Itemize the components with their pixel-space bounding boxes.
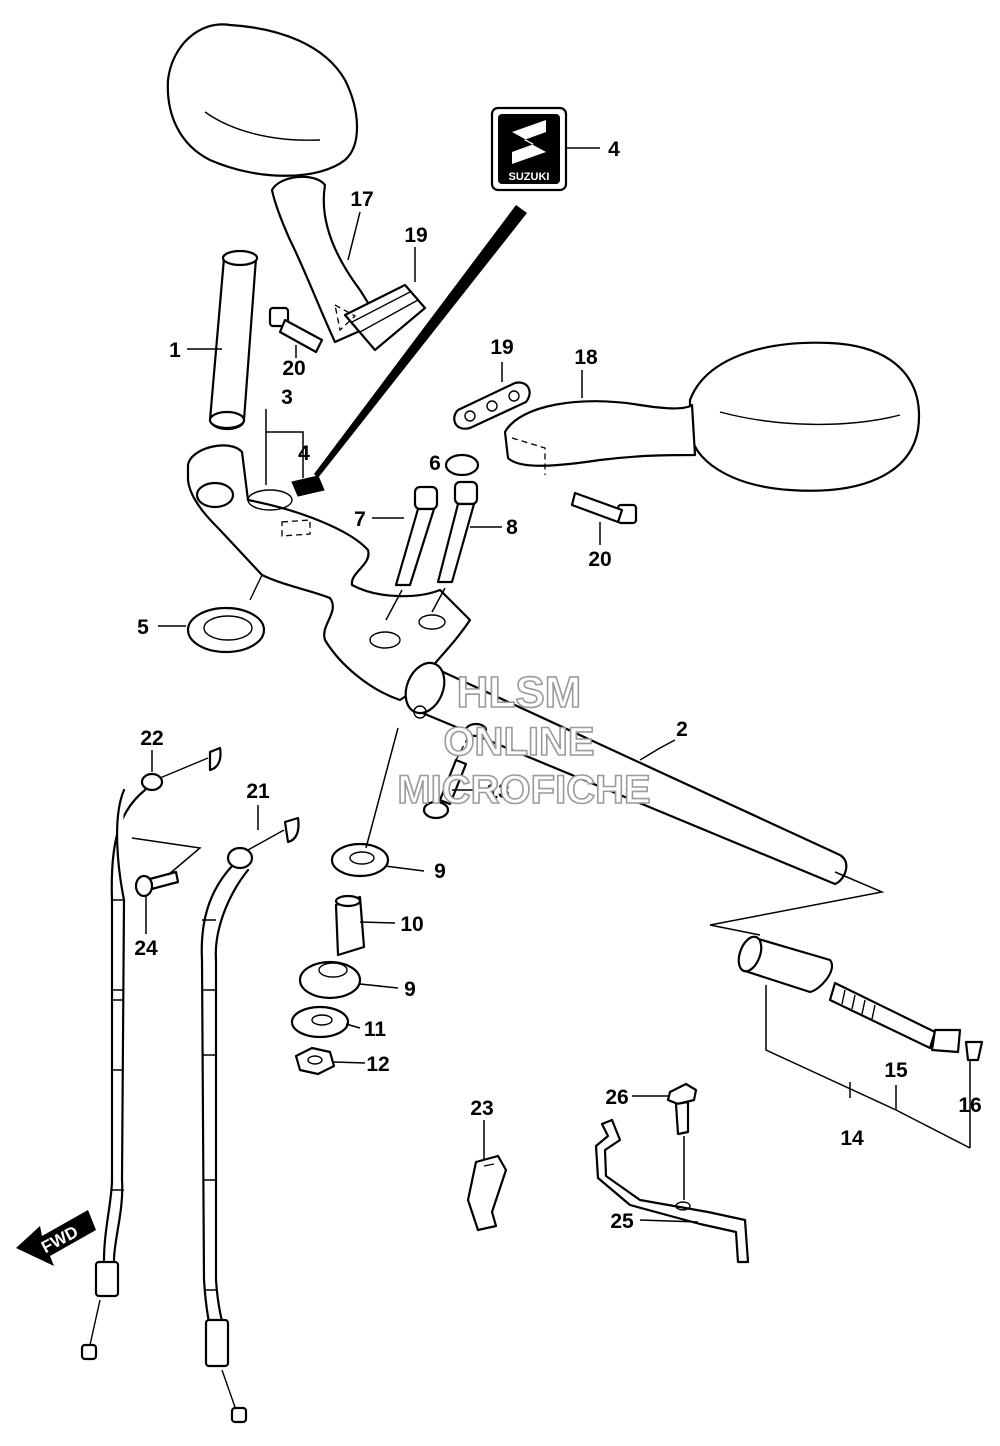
damper-upper [330,842,390,878]
callout-4-mark: 4 [298,442,310,465]
watermark-line-2: ONLINE [443,720,594,764]
leader-screw24 [131,837,202,876]
collar [334,894,366,957]
grip [208,249,259,431]
callout-23: 23 [470,1097,493,1120]
callout-1: 1 [169,339,181,362]
callout-4-emblem: 4 [608,138,620,161]
fwd-direction-arrow: FWD [16,1210,96,1266]
cap [444,453,480,477]
callout-18: 18 [574,346,598,369]
callout-13: 13 [486,780,509,803]
bolt-26 [666,1082,698,1136]
watermark-line-1: HLSM [457,668,582,717]
emblem-text: SUZUKI [509,171,550,183]
mirror-right [503,341,921,492]
leader-lines [145,147,971,1223]
cable-clamp [466,1154,508,1232]
emblem-pointer [314,205,527,478]
washer [290,1005,350,1039]
callout-15: 15 [884,1059,908,1082]
callout-19-left: 19 [404,224,427,247]
bolt-20-right [570,491,638,525]
callout-24: 24 [134,937,158,960]
bolt-13 [422,758,468,820]
screw-24 [134,870,180,898]
leader-bolt13 [455,729,473,761]
handlebar-balancer [737,935,984,1062]
callout-3: 3 [281,386,293,409]
callout-6: 6 [429,452,441,475]
callout-12: 12 [366,1053,389,1076]
hole-13 [464,722,488,738]
watermark: HLSM ONLINE MICROFICHE [397,667,652,813]
throttle-cable-2 [200,816,300,1424]
callout-9-lower: 9 [404,978,416,1001]
suzuki-emblem: SUZUKI [490,106,568,192]
callout-2: 2 [676,718,688,741]
bolt-long-7 [394,485,439,587]
callout-20-left: 20 [282,357,305,380]
leader-stack [365,727,399,849]
bolt-long-8 [436,480,479,584]
cable-bracket [594,1118,750,1264]
callout-10: 10 [400,913,423,936]
handlebar-break-line [709,871,885,936]
bolt-20-left [268,306,324,354]
callout-labels: 1 2 3 4 4 5 6 7 8 9 9 10 11 12 13 14 15 … [134,138,981,1233]
callout-22: 22 [140,727,163,750]
callout-25: 25 [610,1210,634,1233]
callout-7: 7 [354,508,366,531]
callout-14: 14 [840,1127,864,1150]
mirror-left [166,23,427,352]
callout-16: 16 [958,1094,981,1117]
mirror-bracket-plate [453,381,531,430]
callout-20-right: 20 [588,548,611,571]
leader-bolt8 [431,587,446,613]
callout-9-upper: 9 [434,860,446,883]
handlebar-holder [186,444,472,702]
callout-17: 17 [350,188,373,211]
callout-26: 26 [605,1086,628,1109]
grommet-ring [186,606,266,654]
callout-5: 5 [137,616,149,639]
emblem-position-mark [291,475,325,497]
callout-21: 21 [246,780,270,803]
nut [294,1046,336,1076]
callout-19-right: 19 [490,336,513,359]
watermark-line-3: MICROFICHE [397,768,650,812]
throttle-cable-1 [80,746,222,1361]
callout-11: 11 [364,1018,387,1041]
callout-8: 8 [506,516,518,539]
handlebar [404,661,848,886]
damper-lower [298,960,362,1000]
leader-bolt7 [385,589,403,621]
